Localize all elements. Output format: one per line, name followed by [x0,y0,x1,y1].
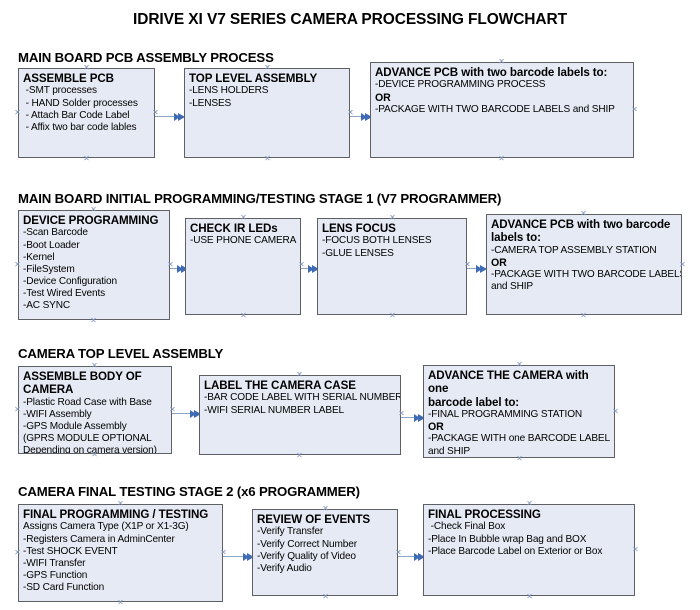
node-line: -DEVICE PROGRAMMING PROCESS [375,79,546,91]
node-line: -Device Configuration [23,275,117,287]
node-line: -Verify Audio [257,562,312,574]
node-line: -BAR CODE LABEL WITH SERIAL NUMBER [204,392,401,404]
node-line: -LENS HOLDERS [189,85,269,97]
node-line: -SD Card Function [23,581,105,593]
node-advance-pcb-camera-top[interactable]: ADVANCE PCB with two barcode labels to: … [486,214,682,315]
node-line: -Kernel [23,251,55,263]
connector-arrow [301,264,319,273]
node-line: -GPS Function [23,569,88,581]
node-top-level-assembly[interactable]: TOP LEVEL ASSEMBLY -LENS HOLDERS -LENSES [184,68,350,158]
connector-arrow [170,264,188,273]
node-line: -WIFI Assembly [23,408,92,420]
node-line: -PACKAGE WITH TWO BARCODE LABELS [491,269,682,280]
node-line: -Place Barcode Label on Exterior or Box [428,545,603,557]
node-heading: LABEL THE CAMERA CASE [204,379,356,392]
node-line: -Test Wired Events [23,287,105,299]
node-line: OR [491,256,507,269]
node-heading: TOP LEVEL ASSEMBLY [189,72,318,85]
node-lens-focus[interactable]: LENS FOCUS -FOCUS BOTH LENSES -GLUE LENS… [317,218,467,315]
node-line: -USE PHONE CAMERA [190,235,297,247]
node-line: -Place In Bubble wrap Bag and BOX [428,533,587,545]
node-line: -LENSES [189,97,232,109]
connector-arrow [350,112,372,121]
node-heading: CHECK IR LEDs [190,222,278,235]
connector-arrow [398,552,425,561]
node-line: -FileSystem [23,263,75,275]
node-line: (GPRS MODULE OPTIONAL [23,433,152,445]
node-heading: DEVICE PROGRAMMING [23,214,159,227]
node-line: -CAMERA TOP ASSEMBLY STATION [491,244,657,256]
node-device-programming[interactable]: DEVICE PROGRAMMING -Scan Barcode -Boot L… [18,210,170,320]
node-advance-camera-one-barcode[interactable]: ADVANCE THE CAMERA with one barcode labe… [423,365,615,458]
page-title: IDRIVE XI V7 SERIES CAMERA PROCESSING FL… [133,11,567,28]
node-line: -Verify Quality of Video [257,550,356,562]
node-line: -PACKAGE WITH one BARCODE LABEL [428,433,610,445]
node-line: OR [428,421,444,434]
node-check-ir-leds[interactable]: CHECK IR LEDs -USE PHONE CAMERA [185,218,301,315]
node-line: -SMT processes [23,85,97,97]
node-line: -PACKAGE WITH TWO BARCODE LABELS and SHI… [375,103,615,115]
node-advance-pcb-two-barcode[interactable]: ADVANCE PCB with two barcode labels to: … [370,62,634,158]
node-line: - Affix two bar code lables [23,121,137,133]
node-heading: LENS FOCUS [322,222,396,235]
node-line: -Plastic Road Case with Base [23,396,152,408]
node-line: -GLUE LENSES [322,247,394,259]
connector-arrow [223,552,254,561]
node-line: -FINAL PROGRAMMING STATION [428,409,583,421]
node-heading: REVIEW OF EVENTS [257,513,371,526]
node-assemble-pcb[interactable]: ASSEMBLE PCB -SMT processes - HAND Solde… [18,68,155,158]
node-line: -Check Final Box [428,521,506,533]
node-line: -WIFI SERIAL NUMBER LABEL [204,404,345,416]
node-line: -FOCUS BOTH LENSES [322,235,432,247]
node-assemble-body-of-camera[interactable]: ASSEMBLE BODY OF CAMERA -Plastic Road Ca… [18,366,172,454]
node-line: -Scan Barcode [23,227,88,239]
node-line: Assigns Camera Type (X1P or X1-3G) [23,521,189,533]
node-line: -GPS Module Assembly [23,421,127,432]
node-line: -Verify Transfer [257,526,324,538]
node-line: -AC SYNC [23,299,71,311]
node-heading: ADVANCE PCB with two barcode labels to: [491,218,671,245]
connector-arrow [401,413,425,422]
node-line: -Test SHOCK EVENT [23,545,118,557]
section-title-camera-top-level-assembly: CAMERA TOP LEVEL ASSEMBLY [18,346,224,361]
node-line: -Verify Correct Number [257,538,357,550]
section-title-camera-final-testing-stage-2: CAMERA FINAL TESTING STAGE 2 (x6 PROGRAM… [18,484,360,499]
node-line: and SHIP [491,281,534,293]
node-heading: FINAL PROCESSING [428,508,541,521]
node-heading: ASSEMBLE PCB [23,72,114,85]
connector-arrow [155,112,185,121]
node-line: - HAND Solder processes [23,97,138,109]
node-line: Depending on camera version) [23,445,157,454]
connector-arrow [467,264,487,273]
node-line: OR [375,91,391,104]
node-line: -Boot Loader [23,239,80,251]
node-heading: ADVANCE PCB with two barcode labels to: [375,66,608,79]
node-label-the-camera-case[interactable]: LABEL THE CAMERA CASE -BAR CODE LABEL WI… [199,375,401,455]
node-final-processing[interactable]: FINAL PROCESSING -Check Final Box -Place… [423,504,635,596]
node-line: -WIFI Transfer [23,557,86,569]
node-line: - Attach Bar Code Label [23,109,130,121]
node-heading: ASSEMBLE BODY OF CAMERA [23,370,142,397]
section-title-initial-programming-stage-1: MAIN BOARD INITIAL PROGRAMMING/TESTING S… [18,191,502,206]
connector-arrow [172,409,201,418]
node-review-of-events[interactable]: REVIEW OF EVENTS -Verify Transfer -Verif… [252,509,398,596]
node-heading: FINAL PROGRAMMING / TESTING [23,508,209,521]
node-final-programming-testing[interactable]: FINAL PROGRAMMING / TESTING Assigns Came… [18,504,223,602]
node-line: and SHIP [428,445,471,457]
node-line: -Registers Camera in AdminCenter [23,533,175,545]
node-heading: ADVANCE THE CAMERA with one barcode labe… [428,369,589,409]
section-title-main-board-pcb-assembly: MAIN BOARD PCB ASSEMBLY PROCESS [18,50,274,65]
